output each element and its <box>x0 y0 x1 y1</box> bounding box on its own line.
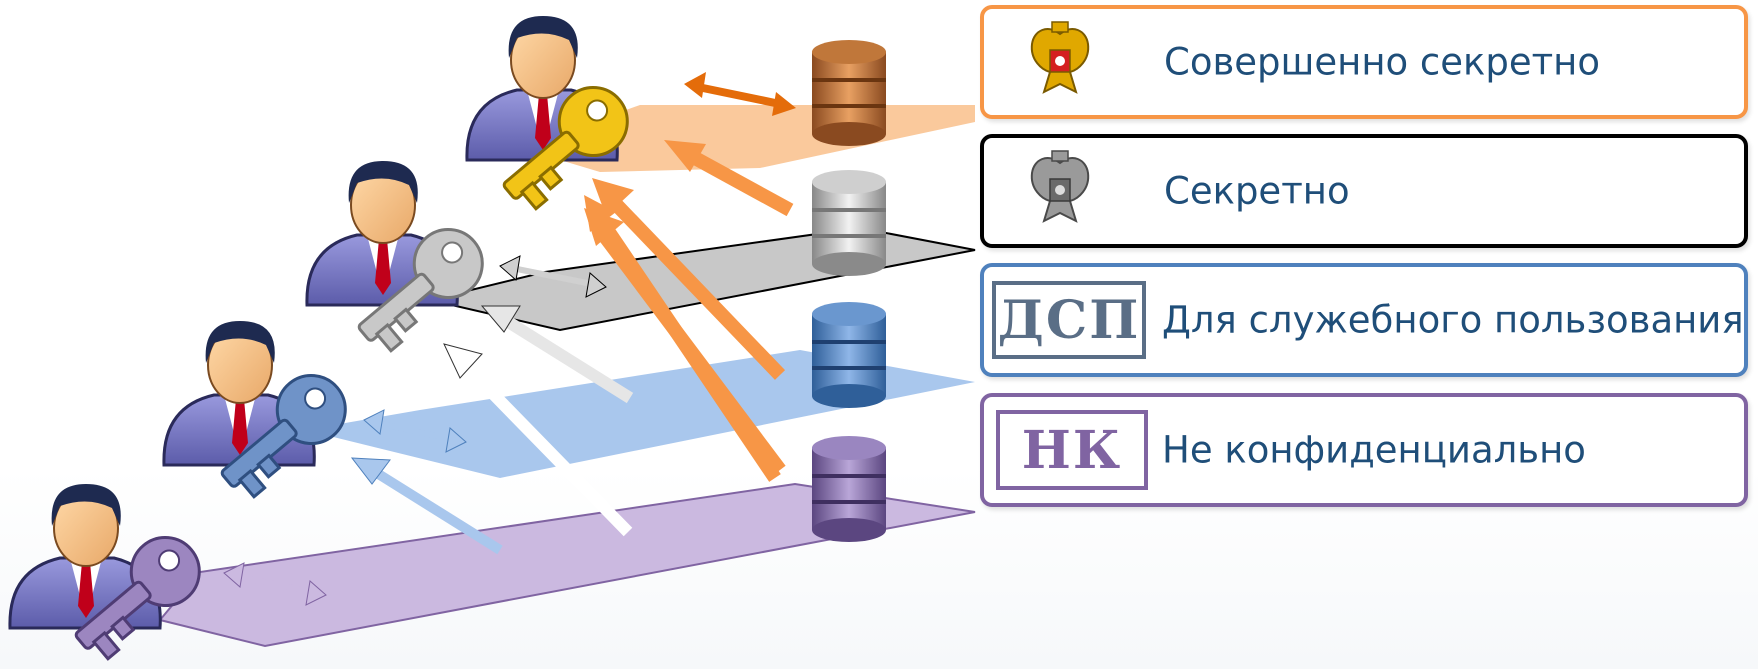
database-top-secret-icon <box>812 40 886 146</box>
access-arrow-secret <box>499 255 607 298</box>
level-box-nk: НК Не конфиденциально <box>980 393 1748 507</box>
dsp-badge: ДСП <box>992 281 1146 359</box>
database-nk-icon <box>812 436 886 542</box>
level-label-dsp: Для служебного пользования <box>1162 298 1744 342</box>
level-plane-dsp <box>305 350 975 478</box>
key-dsp-icon <box>220 374 347 499</box>
database-secret-icon <box>812 170 886 276</box>
level-label-nk: Не конфиденциально <box>1162 428 1586 472</box>
read-down-arrows <box>350 140 794 555</box>
access-arrow-top-secret <box>684 72 796 116</box>
level-label-secret: Секретно <box>1164 169 1350 213</box>
key-top-secret-icon <box>502 86 629 211</box>
access-arrow-nk <box>223 562 327 606</box>
key-nk-icon <box>74 536 201 661</box>
level-box-secret: Секретно <box>980 134 1748 248</box>
level-label-top-secret: Совершенно секретно <box>1164 40 1601 84</box>
database-dsp-icon <box>812 302 886 408</box>
nk-badge: НК <box>996 410 1148 490</box>
access-arrow-dsp <box>363 409 467 453</box>
coat-of-arms-gray-icon <box>1030 150 1090 223</box>
level-box-top-secret: Совершенно секретно <box>980 5 1748 119</box>
key-secret-icon <box>357 228 484 353</box>
coat-of-arms-color-icon <box>1030 21 1090 94</box>
level-box-dsp: ДСП Для служебного пользования <box>980 263 1748 377</box>
